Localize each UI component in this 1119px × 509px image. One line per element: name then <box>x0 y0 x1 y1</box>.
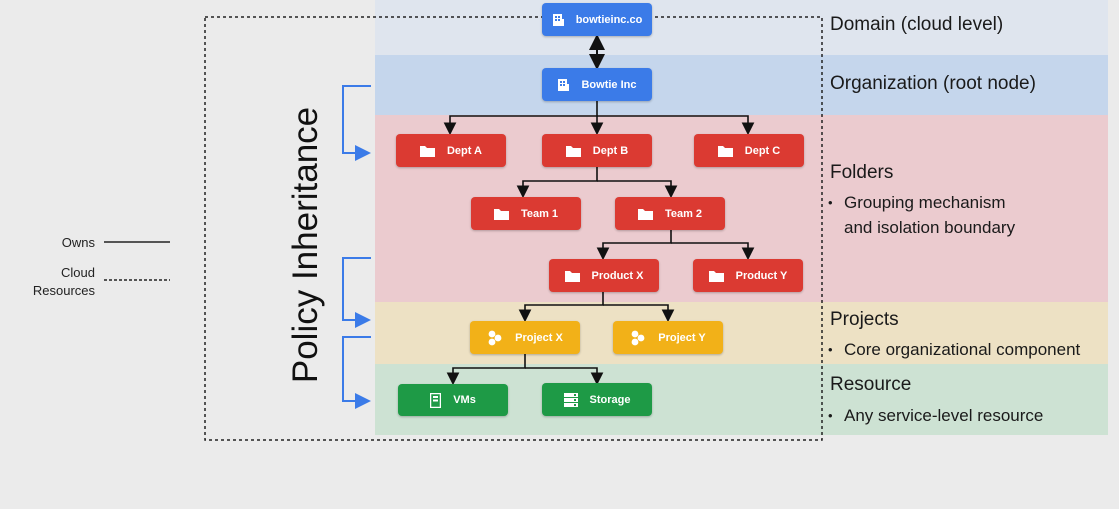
domain-node[interactable]: bowtieinc.co <box>542 3 652 36</box>
folder-icon <box>419 145 435 157</box>
dept-b-label: Dept B <box>592 144 629 157</box>
storage-node[interactable]: Storage <box>542 383 652 416</box>
team-1-label: Team 1 <box>520 207 559 220</box>
folders-level-label: Folders <box>830 162 894 183</box>
projects-bullet-text: Core organizational component <box>844 340 1081 359</box>
projects-bullet: • Core organizational component <box>828 337 1080 362</box>
domain-node-label: bowtieinc.co <box>575 13 643 26</box>
bullet-dot: • <box>828 195 833 210</box>
folder-icon <box>564 270 580 282</box>
organization-level-label: Organization (root node) <box>830 73 1036 94</box>
team-1-node[interactable]: Team 1 <box>471 197 581 230</box>
project-y-node[interactable]: Project Y <box>613 321 723 354</box>
dept-a-label: Dept A <box>446 144 483 157</box>
folder-icon <box>493 208 509 220</box>
team-2-label: Team 2 <box>664 207 703 220</box>
legend-cloud-line-2: Resources <box>32 283 95 298</box>
resource-level-label: Resource <box>830 374 912 395</box>
building-icon <box>552 13 564 26</box>
organization-node-label: Bowtie Inc <box>581 78 637 91</box>
product-y-label: Product Y <box>735 269 788 282</box>
vms-label: VMs <box>453 394 476 406</box>
folder-icon <box>717 145 733 157</box>
vms-node[interactable]: VMs <box>398 384 508 416</box>
product-x-label: Product X <box>591 269 644 282</box>
folder-icon <box>565 145 581 157</box>
policy-inheritance-title: Policy Inheritance <box>286 106 325 384</box>
building-icon <box>557 78 570 91</box>
project-hexagons-icon <box>487 330 503 346</box>
folders-bullet-line-2: and isolation boundary <box>844 218 1016 237</box>
storage-label: Storage <box>589 393 631 406</box>
organization-node[interactable]: Bowtie Inc <box>542 68 652 101</box>
folder-icon <box>637 208 653 220</box>
dept-b-node[interactable]: Dept B <box>542 134 652 167</box>
domain-band <box>375 0 1108 55</box>
project-x-label: Project X <box>515 331 563 344</box>
legend-cloud-resources: Cloud Resources <box>30 264 95 300</box>
bullet-dot: • <box>828 342 833 357</box>
dept-c-node[interactable]: Dept C <box>694 134 804 167</box>
bullet-dot: • <box>828 408 833 423</box>
projects-level-label: Projects <box>830 309 899 330</box>
product-x-node[interactable]: Product X <box>549 259 659 292</box>
project-x-node[interactable]: Project X <box>470 321 580 354</box>
legend-owns: Owns <box>61 235 95 250</box>
project-y-label: Project Y <box>658 331 706 344</box>
product-y-node[interactable]: Product Y <box>693 259 803 292</box>
folders-bullet: • Grouping mechanism and isolation bound… <box>828 190 1015 240</box>
team-2-node[interactable]: Team 2 <box>615 197 725 230</box>
resource-bullet: • Any service-level resource <box>828 403 1043 428</box>
storage-icon <box>563 392 578 407</box>
resource-bullet-text: Any service-level resource <box>844 406 1044 425</box>
folders-bullet-line-1: Grouping mechanism <box>844 193 1006 212</box>
organization-band <box>375 55 1108 115</box>
folder-icon <box>708 270 724 282</box>
cloud-resources-boundary <box>204 16 823 441</box>
domain-level-label: Domain (cloud level) <box>830 14 1004 35</box>
server-icon <box>429 392 442 408</box>
dept-a-node[interactable]: Dept A <box>396 134 506 167</box>
legend-cloud-line-1: Cloud <box>61 265 95 280</box>
dept-c-label: Dept C <box>744 144 781 157</box>
project-hexagons-icon <box>630 330 646 346</box>
